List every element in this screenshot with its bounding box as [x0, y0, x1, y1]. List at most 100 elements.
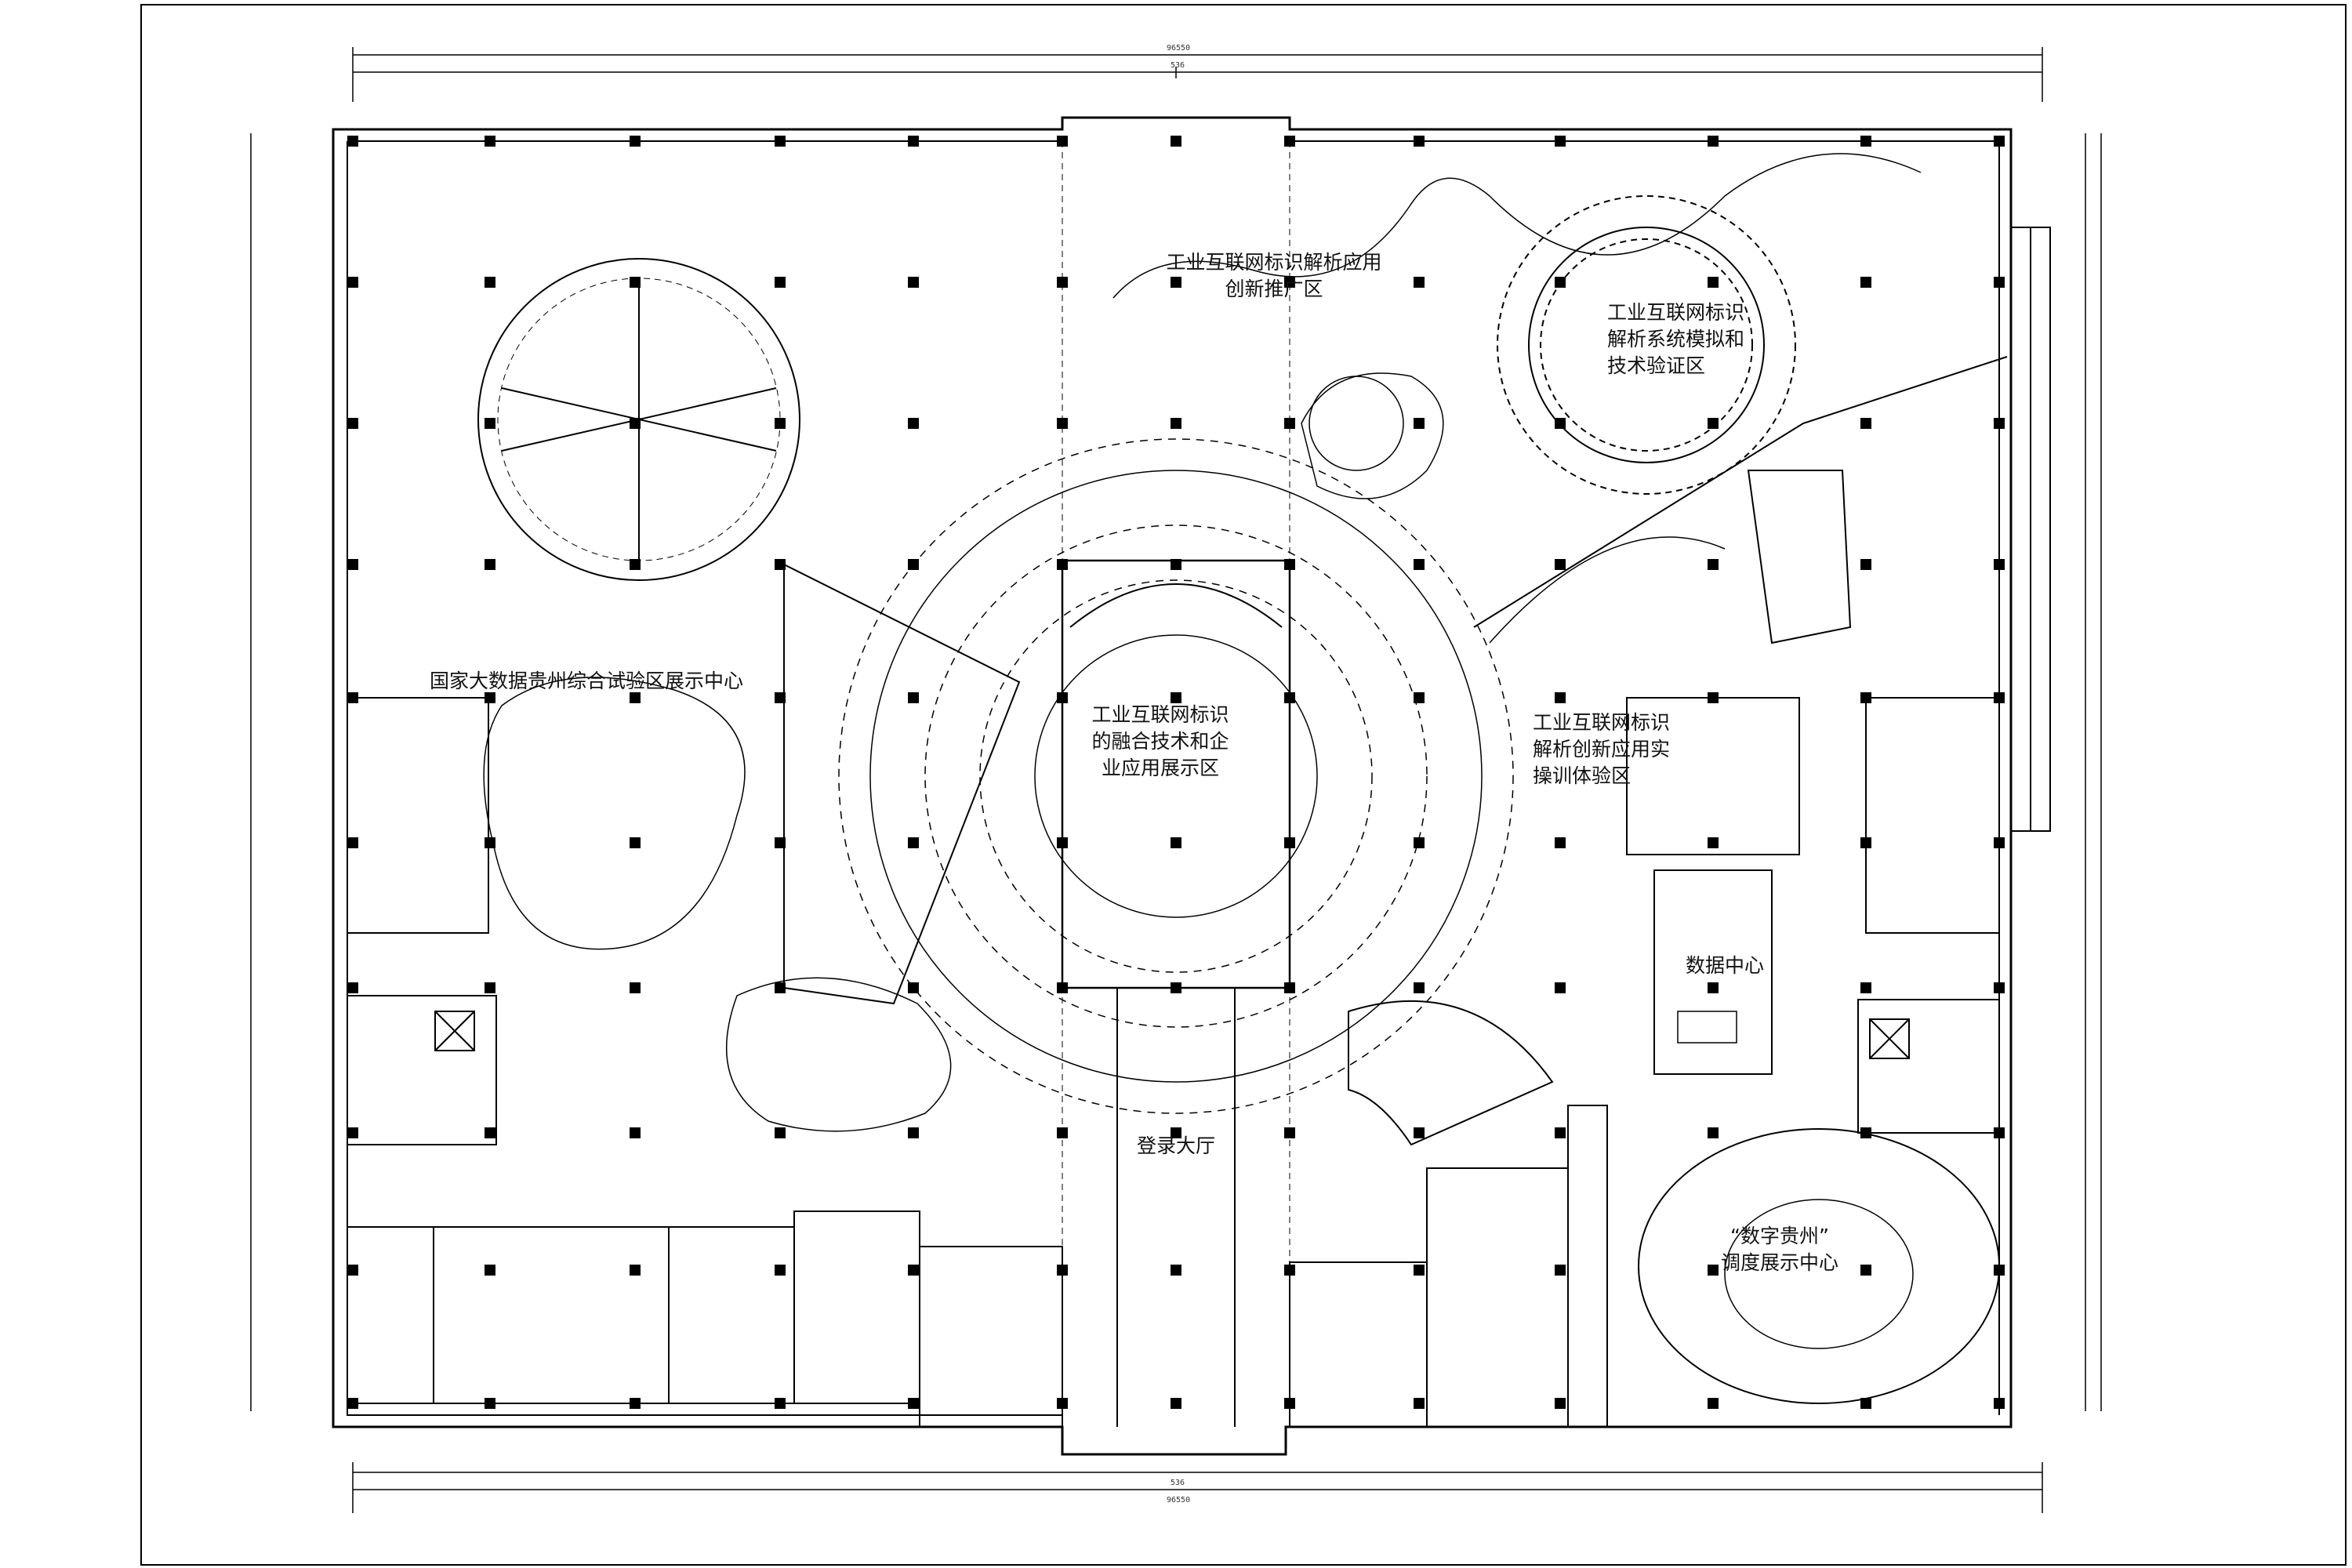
- column-marker: [1284, 1398, 1295, 1409]
- column-marker: [1860, 837, 1871, 848]
- column-marker: [1057, 1127, 1068, 1138]
- column-marker: [1555, 1127, 1566, 1138]
- column-marker: [485, 559, 495, 570]
- column-marker: [1994, 1127, 2005, 1138]
- column-marker: [1171, 1127, 1181, 1138]
- column-marker: [1414, 1265, 1425, 1276]
- column-marker: [1057, 1398, 1068, 1409]
- column-marker: [1708, 837, 1719, 848]
- column-marker: [775, 1398, 786, 1409]
- zone-label-lobby: 登录大厅: [1136, 1134, 1215, 1157]
- column-marker: [630, 1127, 641, 1138]
- column-marker: [1708, 1127, 1719, 1138]
- column-marker: [775, 692, 786, 703]
- column-marker: [1994, 418, 2005, 429]
- column-marker: [630, 277, 641, 288]
- column-marker: [630, 1265, 641, 1276]
- column-marker: [1708, 1398, 1719, 1409]
- column-marker: [1994, 837, 2005, 848]
- column-marker: [775, 559, 786, 570]
- column-marker: [1708, 136, 1719, 147]
- column-marker: [485, 982, 495, 993]
- column-marker: [1555, 277, 1566, 288]
- zone-label-digital-guizhou: “数字贵州” 调度展示中心: [1720, 1225, 1838, 1274]
- column-marker: [347, 837, 358, 848]
- west-blob: [483, 677, 746, 950]
- column-marker: [1284, 418, 1295, 429]
- column-marker: [908, 277, 919, 288]
- data-center: [1653, 869, 1773, 1075]
- column-marker: [1284, 277, 1295, 288]
- column-marker: [1057, 1265, 1068, 1276]
- dim-axis-top: 536: [1171, 61, 1185, 70]
- dim-axis-bottom: 536: [1171, 1479, 1185, 1487]
- column-marker: [485, 1398, 495, 1409]
- column-marker: [1708, 692, 1719, 703]
- column-marker: [908, 418, 919, 429]
- column-marker: [775, 1127, 786, 1138]
- column-marker: [1057, 418, 1068, 429]
- dim-total-bottom: 96550: [1167, 1496, 1191, 1504]
- ne-circle: [1497, 195, 1796, 495]
- column-marker: [1555, 418, 1566, 429]
- column-marker: [1860, 1127, 1871, 1138]
- se-rooms: [1289, 1105, 1608, 1428]
- column-marker: [1284, 837, 1295, 848]
- column-marker: [630, 418, 641, 429]
- column-marker: [347, 1398, 358, 1409]
- column-marker: [347, 277, 358, 288]
- column-marker: [1555, 982, 1566, 993]
- column-marker: [1057, 692, 1068, 703]
- dimension-lines: [250, 47, 2102, 1513]
- column-marker: [1171, 1398, 1181, 1409]
- column-marker: [1284, 1127, 1295, 1138]
- column-marker: [1555, 1265, 1566, 1276]
- column-marker: [485, 837, 495, 848]
- column-marker: [1284, 136, 1295, 147]
- column-marker: [1708, 1265, 1719, 1276]
- column-marker: [347, 692, 358, 703]
- column-marker: [1994, 1398, 2005, 1409]
- zone-label-identification-promotion: 工业互联网标识解析应用 创新推广区: [1166, 251, 1382, 300]
- column-marker: [485, 277, 495, 288]
- column-marker: [1994, 559, 2005, 570]
- column-marker: [775, 136, 786, 147]
- column-marker: [630, 692, 641, 703]
- column-marker: [1171, 837, 1181, 848]
- column-marker: [775, 982, 786, 993]
- column-marker: [1171, 982, 1181, 993]
- column-marker: [1860, 136, 1871, 147]
- column-marker: [775, 418, 786, 429]
- east-core: [1857, 697, 2000, 1134]
- column-marker: [347, 418, 358, 429]
- column-marker: [908, 1398, 919, 1409]
- column-marker: [1171, 692, 1181, 703]
- column-marker: [630, 1398, 641, 1409]
- column-marker: [1171, 418, 1181, 429]
- column-marker: [1708, 418, 1719, 429]
- column-marker: [1284, 982, 1295, 993]
- zone-label-training-experience: 工业互联网标识 解析创新应用实 操训体验区: [1533, 711, 1671, 787]
- column-marker: [1414, 692, 1425, 703]
- zone-label-big-data-center: 国家大数据贵州综合试验区展示中心: [430, 670, 744, 692]
- column-marker: [1994, 136, 2005, 147]
- column-marker: [1414, 277, 1425, 288]
- column-marker: [1555, 837, 1566, 848]
- central-rotunda: [838, 438, 1514, 1114]
- column-marker: [347, 982, 358, 993]
- column-marker: [1414, 837, 1425, 848]
- column-marker: [1057, 136, 1068, 147]
- column-marker: [1284, 1265, 1295, 1276]
- column-marker: [1414, 982, 1425, 993]
- column-marker: [485, 1265, 495, 1276]
- zone-label-simulation-verification: 工业互联网标识 解析系统模拟和 技术验证区: [1607, 301, 1745, 377]
- column-marker: [1171, 136, 1181, 147]
- column-marker: [775, 277, 786, 288]
- north-curve: [1112, 153, 1922, 299]
- column-marker: [1994, 1265, 2005, 1276]
- column-marker: [1860, 1398, 1871, 1409]
- column-marker: [1057, 277, 1068, 288]
- column-marker: [1860, 559, 1871, 570]
- column-marker: [347, 1127, 358, 1138]
- column-marker: [1171, 277, 1181, 288]
